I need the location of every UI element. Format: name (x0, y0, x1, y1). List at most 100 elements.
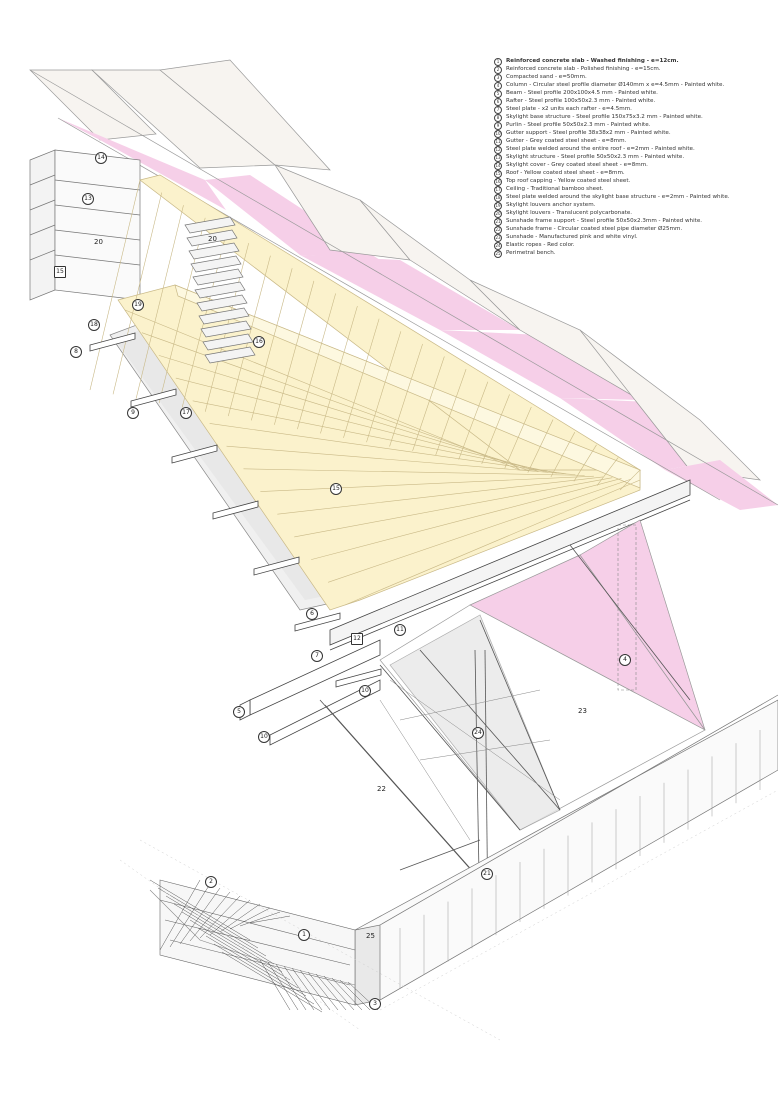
legend-text: Skylight louvers anchor system. (506, 202, 596, 209)
legend-number: 7 (494, 106, 502, 114)
legend-number: 12 (494, 146, 502, 154)
legend-item: 12 Steel plate welded around the entire r… (494, 146, 774, 154)
callout-10-bottom: 10 (258, 731, 270, 743)
legend-number: 4 (494, 82, 502, 90)
callout-13: 13 (82, 193, 94, 205)
beam-gutter (239, 479, 691, 746)
roof-seam-line (344, 479, 641, 606)
legend-text: Gutter - Grey coated steel sheet - e=8mm… (506, 138, 627, 145)
legend-text: Compacted sand - e=50mm. (506, 74, 587, 81)
legend-number: 6 (494, 98, 502, 106)
legend-number: 15 (494, 170, 502, 178)
left-louvers (29, 149, 141, 301)
legend-text: Sunshade frame - Circular coated steel p… (506, 226, 683, 233)
callout-4: 4 (619, 654, 631, 666)
rafter-line (389, 343, 423, 447)
rebar-bar (189, 919, 291, 981)
rebar-bar (205, 935, 307, 997)
rebar-bar (249, 915, 291, 924)
elastic-ropes (379, 679, 561, 841)
callout-24: 24 (472, 727, 484, 739)
legend-text: Skylight louvers - Translucent polycarbo… (506, 210, 633, 217)
callout-7: 7 (311, 650, 323, 662)
rebar-bar (259, 959, 291, 1011)
roof-seam-line (311, 478, 622, 560)
callout-12: 12 (351, 633, 363, 645)
louver-fin (184, 216, 236, 234)
bench-panel-lines (399, 730, 761, 988)
roof-seam-line (175, 377, 548, 473)
legend-text: Skylight structure - Steel profile 50x50… (506, 154, 685, 161)
rafter-line (481, 394, 510, 465)
legend-number: 11 (494, 138, 502, 146)
callout-10-top: 10 (359, 685, 371, 697)
purlin (253, 556, 300, 576)
legend-item: 18 Steel plate welded around the skylight… (494, 194, 774, 202)
rafter-line (274, 280, 315, 425)
roof-seam-line (226, 445, 576, 475)
rafter-line (112, 192, 163, 395)
purlins (89, 332, 382, 688)
legend-number: 1 (494, 58, 502, 66)
legend-text: Column - Circular steel profile diameter… (506, 82, 725, 89)
legend-number: 14 (494, 162, 502, 170)
callout-11: 11 (394, 624, 406, 636)
louver-fin (186, 229, 238, 247)
louver-fin (204, 346, 256, 364)
rebar-bar (173, 903, 275, 965)
roof-seam-line (260, 475, 594, 492)
rafter-line (158, 217, 206, 404)
callout-8: 8 (70, 346, 82, 358)
louver-fin (200, 320, 252, 338)
callout-17: 17 (180, 407, 192, 419)
legend-number: 9 (494, 122, 502, 130)
louver-fin (192, 268, 244, 286)
rafter-line (135, 205, 184, 399)
legend-number: 17 (494, 186, 502, 194)
roof-seam-line (124, 309, 521, 471)
rebar-bar (165, 895, 267, 957)
callout-15-left: 15 (54, 266, 66, 278)
callout-1: 1 (298, 929, 310, 941)
legend-text: Steel plate welded around the entire roo… (506, 146, 695, 153)
legend-text: Steel plate welded around the skylight b… (506, 194, 730, 201)
rafter-line (343, 318, 380, 438)
purlin (89, 332, 136, 352)
roof-seam-line (158, 355, 539, 472)
callout-2: 2 (205, 876, 217, 888)
rebar-bar (209, 899, 251, 936)
legend-number: 18 (494, 194, 502, 202)
legend-text: Steel plate - x2 units each rafter - e=4… (506, 106, 632, 113)
legend-text: Reinforced concrete slab - Washed finish… (506, 58, 679, 65)
roof-seam-line (192, 400, 557, 474)
legend-text: Skylight base structure - Steel profile … (506, 114, 703, 121)
legend-item: 1 Reinforced concrete slab - Washed finis… (494, 58, 774, 66)
legend-item: 24 Elastic ropes - Red color. (494, 242, 774, 250)
rebar-bar (199, 895, 241, 939)
rafter-line (527, 419, 554, 473)
callout-23: 23 (578, 707, 587, 715)
roof-seam-line (243, 468, 585, 476)
louver-fin (188, 242, 240, 260)
legend-text: Sunshade frame support - Steel profile 5… (506, 218, 703, 225)
legend-text: Elastic ropes - Red color. (506, 242, 575, 249)
louver-fin (190, 255, 242, 273)
legend-number: 10 (494, 130, 502, 138)
callout-14: 14 (95, 152, 107, 164)
top-sunshade (29, 59, 778, 510)
callout-6: 6 (306, 608, 318, 620)
legend-number: 24 (494, 242, 502, 250)
legend-text: Gutter support - Steel profile 38x38x2 m… (506, 130, 671, 137)
legend-number: 22 (494, 226, 502, 234)
callout-25: 25 (366, 932, 375, 940)
callout-20-left: 20 (94, 238, 103, 246)
slab-section (149, 879, 356, 1006)
